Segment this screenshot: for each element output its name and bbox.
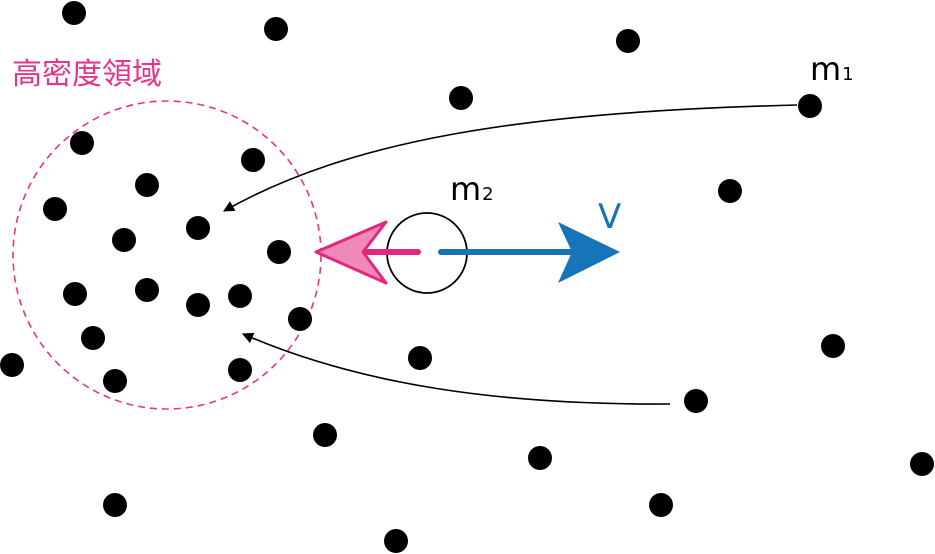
- particle: [0, 353, 24, 377]
- mass2-label: m2: [450, 170, 494, 208]
- particle: [528, 446, 552, 470]
- velocity-label: V: [598, 197, 621, 237]
- particle: [910, 452, 934, 476]
- particle: [186, 293, 210, 317]
- particle: [684, 389, 708, 413]
- particle: [313, 423, 337, 447]
- particle: [408, 346, 432, 370]
- particle: [449, 86, 473, 110]
- particle: [228, 284, 252, 308]
- particle: [228, 358, 252, 382]
- mass1-label: m1: [810, 50, 854, 88]
- particle-m1: [798, 94, 822, 118]
- particle: [264, 17, 288, 41]
- particle: [135, 278, 159, 302]
- particle: [241, 148, 265, 172]
- particle: [186, 216, 210, 240]
- particle: [384, 529, 408, 553]
- particle: [267, 240, 291, 264]
- particle: [112, 228, 136, 252]
- particle: [288, 307, 312, 331]
- particle: [649, 493, 673, 517]
- particle: [821, 334, 845, 358]
- drag-force-arrow: [314, 220, 421, 285]
- particle: [718, 179, 742, 203]
- lower-trajectory-arrow: [241, 332, 671, 405]
- region-label: 高密度領域: [12, 57, 162, 92]
- particle: [81, 326, 105, 350]
- velocity-arrow: [438, 222, 620, 283]
- particle: [135, 173, 159, 197]
- particle: [70, 131, 94, 155]
- particle: [103, 369, 127, 393]
- particle: [616, 29, 640, 53]
- particle: [63, 282, 87, 306]
- upper-trajectory-arrow: [223, 104, 798, 212]
- particle: [62, 1, 86, 25]
- particle: [43, 197, 67, 221]
- particle: [103, 493, 127, 517]
